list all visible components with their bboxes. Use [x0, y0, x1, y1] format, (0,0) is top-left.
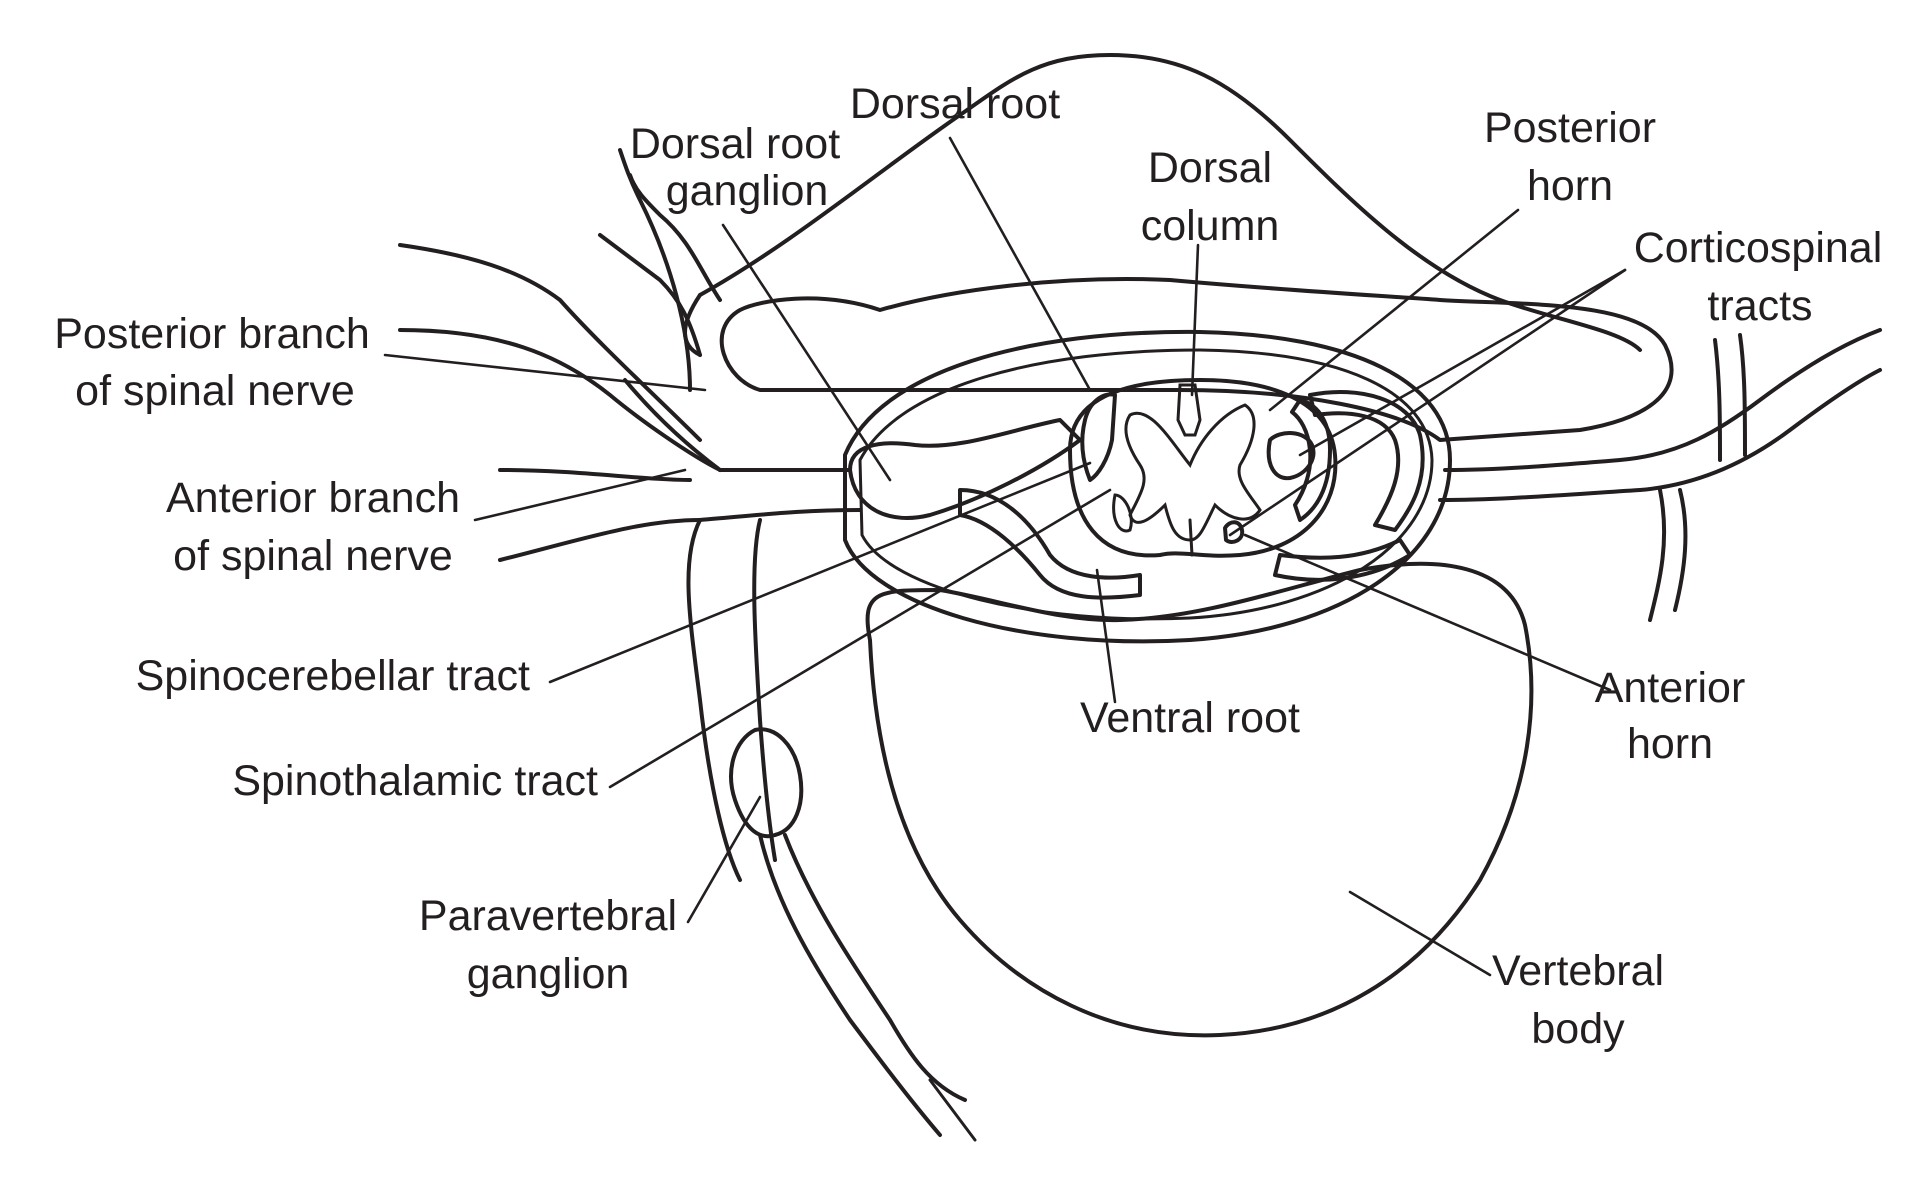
spinal-cord-outline	[1068, 378, 1338, 558]
dorsal-root-ganglion-left	[848, 418, 1082, 520]
label-posterior-horn-line1: Posterior	[1484, 104, 1656, 152]
label-paravertebral-line2: ganglion	[467, 950, 630, 998]
label-spinocerebellar: Spinocerebellar tract	[136, 652, 530, 700]
label-posterior-branch-line1: Posterior branch	[54, 310, 370, 358]
dural-sac	[843, 329, 1452, 644]
label-vertebral-body-line2: body	[1531, 1005, 1625, 1053]
label-anterior-branch-line1: Anterior branch	[166, 474, 460, 522]
spinocerebellar-tract-left	[1080, 392, 1117, 482]
label-dorsal-root-ganglion-line1: Dorsal root	[630, 120, 840, 168]
vertebral-canal-outline	[719, 277, 1674, 442]
label-anterior-horn-line1: Anterior	[1595, 664, 1746, 712]
label-anterior-branch-line2: of spinal nerve	[173, 532, 453, 580]
label-ventral-root: Ventral root	[1080, 694, 1300, 742]
spinal-cord	[1068, 378, 1338, 558]
vertebral-body	[865, 561, 1534, 1038]
label-spinothalamic: Spinothalamic tract	[232, 757, 598, 805]
label-paravertebral-line1: Paravertebral	[419, 892, 677, 940]
label-posterior-horn-line2: horn	[1527, 162, 1613, 210]
spinal-nerves	[398, 148, 1882, 1142]
label-dorsal-column-line1: Dorsal	[1148, 144, 1272, 192]
gray-matter	[1124, 403, 1262, 542]
paravertebral-ganglion	[729, 727, 804, 839]
label-posterior-branch-line2: of spinal nerve	[75, 367, 355, 415]
label-dorsal-column-line2: column	[1141, 202, 1280, 250]
dorsal-column	[1176, 383, 1202, 437]
leader-lines	[383, 136, 1627, 977]
anterior-horn-tract	[1223, 520, 1245, 544]
label-anterior-horn-line2: horn	[1627, 720, 1713, 768]
label-dorsal-root-ganglion-line2: ganglion	[666, 167, 829, 215]
label-corticospinal-line1: Corticospinal	[1634, 224, 1883, 272]
label-dorsal-root: Dorsal root	[850, 80, 1060, 128]
label-corticospinal-line2: tracts	[1707, 282, 1812, 330]
label-vertebral-body-line1: Vertebral	[1492, 947, 1664, 995]
labels: Dorsal root Dorsal root ganglion Dorsal …	[54, 80, 1882, 1053]
